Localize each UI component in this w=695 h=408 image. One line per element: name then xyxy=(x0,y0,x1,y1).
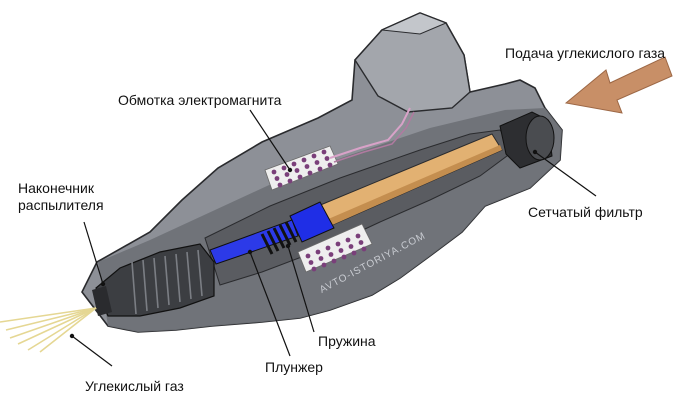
winding-dot xyxy=(356,234,361,239)
winding-dot xyxy=(332,259,337,264)
winding-dot xyxy=(319,256,324,261)
dot-coil xyxy=(288,168,292,172)
label-co2-gas: Углекислый газ xyxy=(85,378,184,395)
winding-dot xyxy=(272,170,277,175)
winding-dot xyxy=(285,172,290,177)
winding-dot xyxy=(316,250,321,255)
supply-arrow xyxy=(566,57,672,113)
label-spring: Пружина xyxy=(318,333,376,350)
winding-dot xyxy=(309,260,314,265)
label-nozzle-tip: Наконечник распылителя xyxy=(18,180,104,214)
winding-dot xyxy=(362,247,367,252)
winding-dot xyxy=(342,255,347,260)
filter-cap xyxy=(526,116,554,160)
label-plunger: Плунжер xyxy=(265,359,323,376)
winding-dot xyxy=(292,162,297,167)
winding-dot xyxy=(308,171,313,176)
co2-spray xyxy=(0,308,96,352)
winding-dot xyxy=(288,179,293,184)
dot-filter xyxy=(533,150,537,154)
winding-dot xyxy=(318,167,323,172)
winding-dot xyxy=(322,150,327,155)
winding-dot xyxy=(312,267,317,272)
winding-dot xyxy=(349,244,354,249)
spray-line xyxy=(10,308,96,338)
winding-dot xyxy=(322,263,327,268)
winding-dot xyxy=(339,248,344,253)
winding-dot xyxy=(302,158,307,163)
winding-dot xyxy=(325,156,330,161)
winding-dot xyxy=(298,175,303,180)
winding-dot xyxy=(275,176,280,181)
label-coil: Обмотка электромагнита xyxy=(118,92,281,109)
winding-dot xyxy=(282,166,287,171)
winding-dot xyxy=(329,252,334,257)
winding-dot xyxy=(295,168,300,173)
winding-dot xyxy=(359,240,364,245)
winding-dot xyxy=(352,251,357,256)
leader-gas xyxy=(72,336,112,366)
winding-dot xyxy=(278,183,283,188)
winding-dot xyxy=(315,160,320,165)
winding-dot xyxy=(312,154,317,159)
dot-nozzle xyxy=(101,282,105,286)
dot-spring xyxy=(286,244,290,248)
winding-dot xyxy=(336,242,341,247)
winding-dot xyxy=(346,238,351,243)
winding-dot xyxy=(326,246,331,251)
label-mesh-filter: Сетчатый фильтр xyxy=(528,204,643,221)
dot-gas xyxy=(70,334,74,338)
arrow-shape xyxy=(566,57,672,113)
dot-plunger xyxy=(248,250,252,254)
label-co2-supply: Подача углекислого газа xyxy=(505,45,665,62)
winding-dot xyxy=(305,164,310,169)
winding-dot xyxy=(328,163,333,168)
winding-dot xyxy=(306,254,311,259)
